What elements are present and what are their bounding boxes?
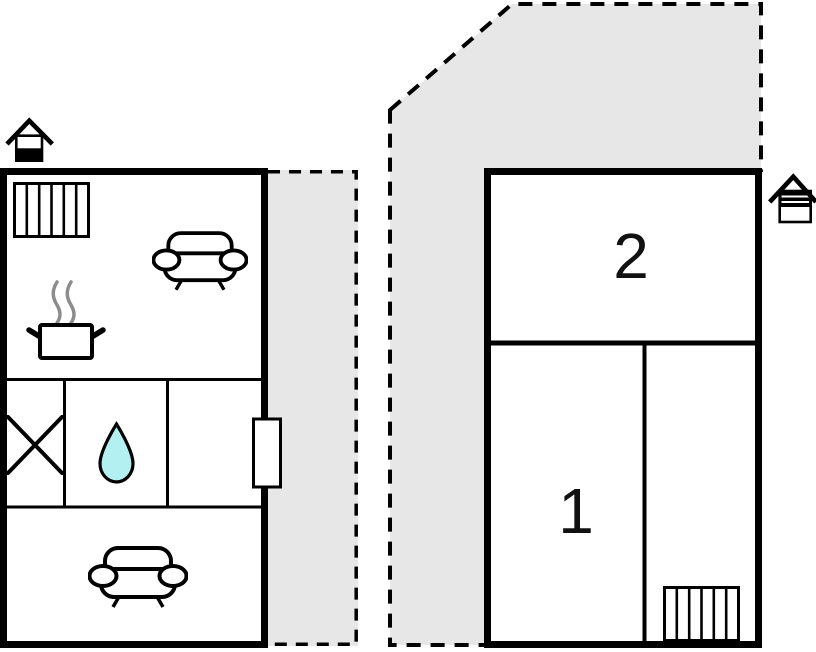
cooking-pot-icon (26, 280, 106, 360)
radiator-icon (13, 182, 90, 238)
pot-body (38, 323, 94, 360)
room-1-label: 1 (558, 475, 594, 547)
upper-floor-house-icon (768, 173, 816, 224)
terrace-left-fill (268, 170, 358, 646)
ground-floor-house-icon (5, 117, 54, 163)
radiator-icon (663, 586, 740, 642)
terrace-left-area (268, 170, 358, 646)
terrace-right-dashed-border (388, 2, 763, 647)
upper-floor-building: 2 1 (484, 168, 762, 648)
house-roof (768, 173, 816, 204)
steam-icon (65, 280, 76, 325)
water-drop-icon (98, 421, 135, 484)
door-opening (252, 417, 282, 489)
room-2-label: 2 (613, 220, 649, 292)
ground-floor-building (0, 168, 282, 648)
terrace-left-dashed-border (268, 170, 358, 646)
x-cross-icon (6, 415, 64, 475)
house-slat-lines (781, 195, 809, 203)
house-roof (5, 117, 54, 146)
upper-floor-outer-walls (484, 168, 762, 648)
house-lower-fill (16, 148, 42, 161)
terrace-right-area (388, 2, 763, 647)
steam-icon (51, 280, 62, 325)
